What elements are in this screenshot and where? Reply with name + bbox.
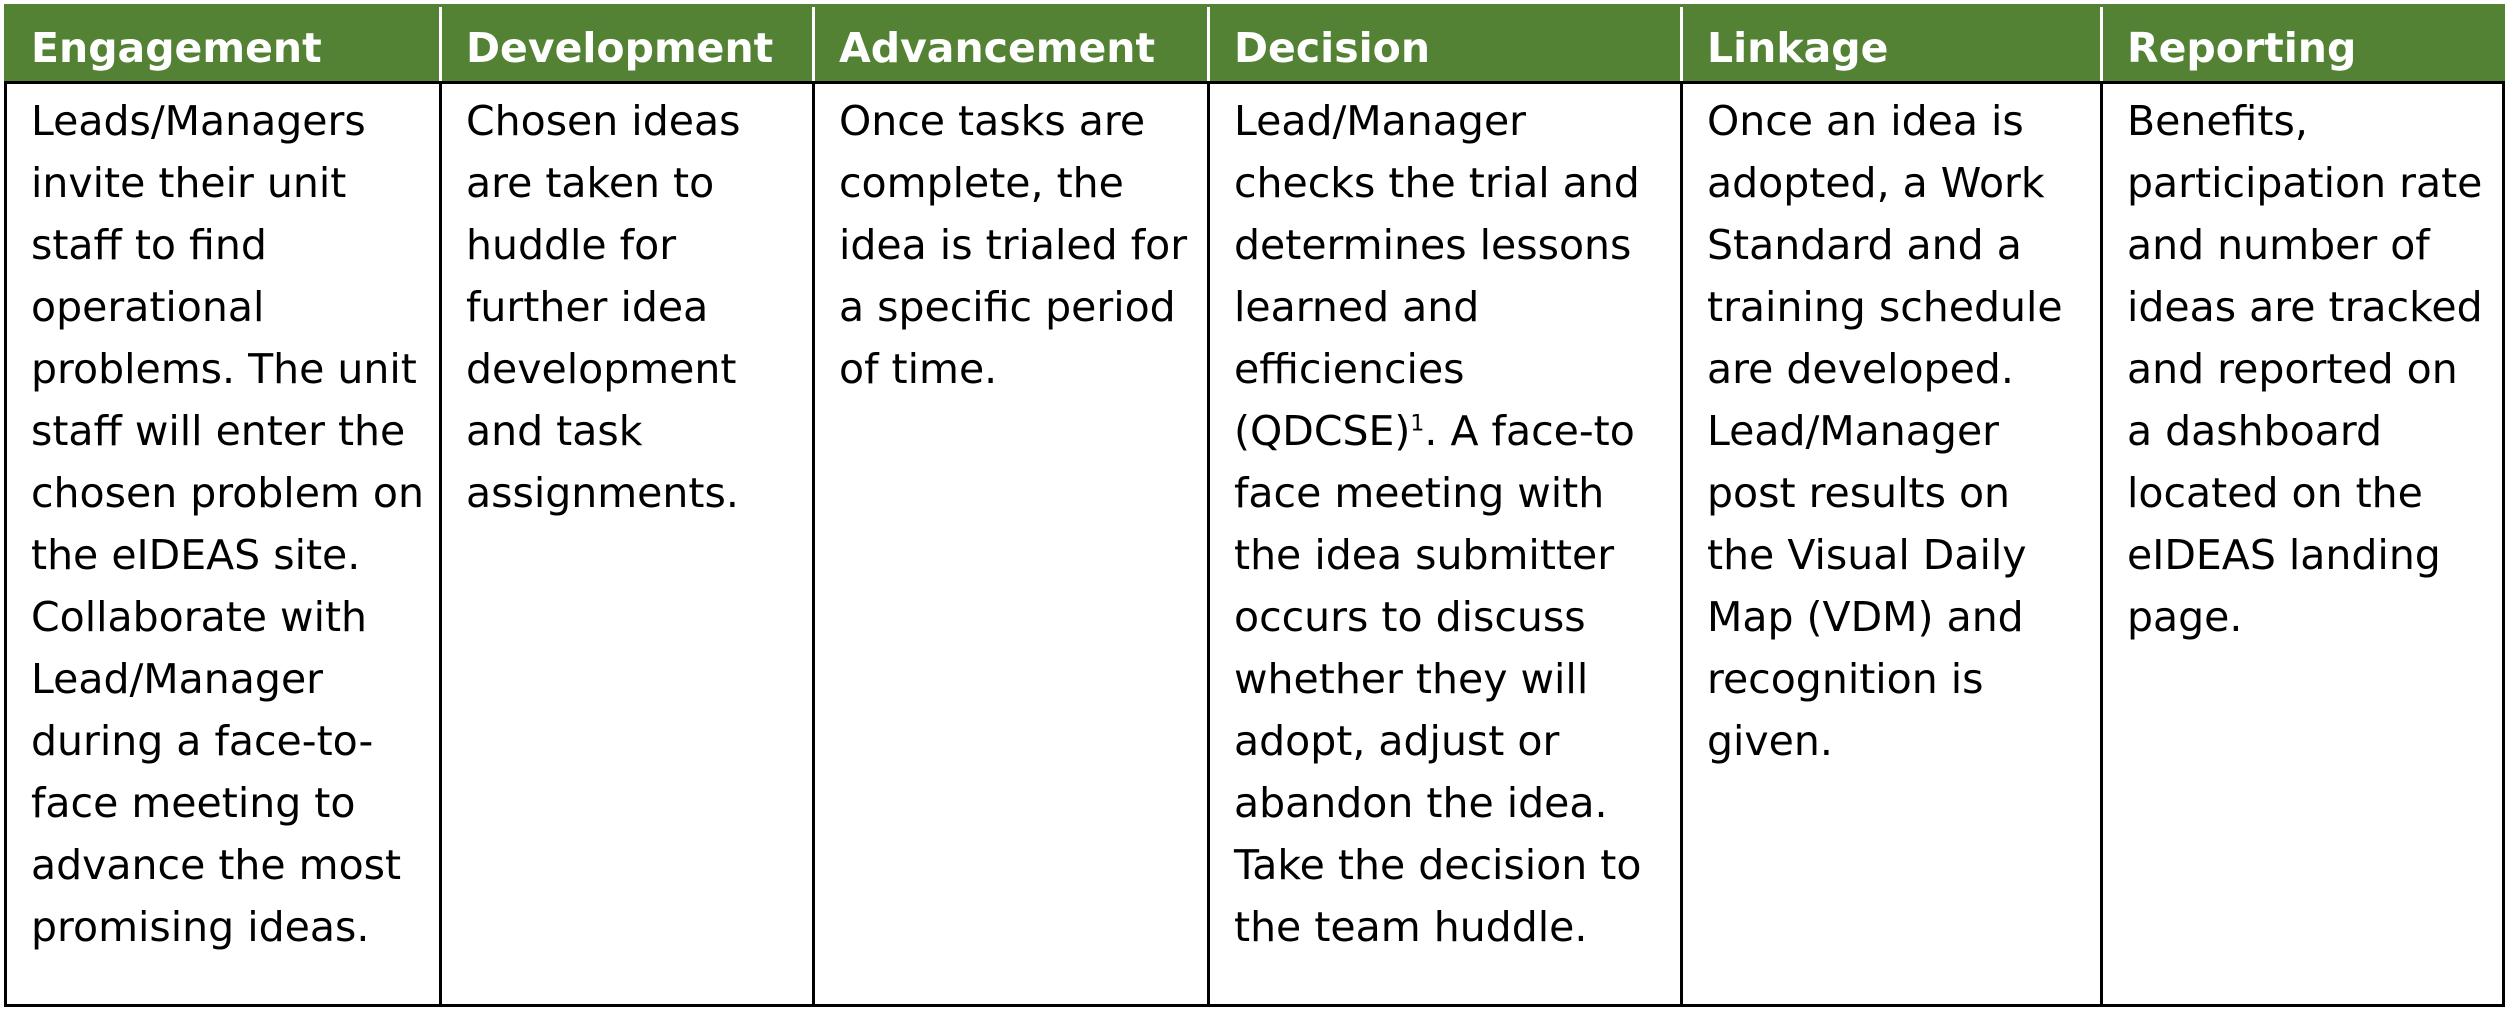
linkage-text: Once an idea is adopted, a Work Standard… [1707,97,2063,765]
cell-development: Chosen ideas are taken to huddle for fur… [439,81,815,1007]
cell-decision: Lead/Manager checks the trial and determ… [1207,81,1683,1007]
header-reporting: Reporting [2100,4,2505,84]
decision-text-after: . A face-to face meeting with the idea s… [1234,407,1642,951]
header-advancement: Advancement [812,4,1209,84]
process-table-container: Engagement Development Advancement Decis… [4,4,2505,1007]
decision-text-before: Lead/Manager checks the trial and determ… [1234,97,1640,455]
engagement-text: Leads/Managers invite their unit staff t… [31,97,424,951]
cell-engagement: Leads/Managers invite their unit staff t… [4,81,442,1007]
reporting-text: Benefits, participation rate and number … [2127,97,2483,641]
table-row: Leads/Managers invite their unit staff t… [4,81,2505,1007]
header-engagement: Engagement [4,4,441,84]
header-development: Development [439,4,814,84]
header-row: Engagement Development Advancement Decis… [4,4,2505,84]
header-linkage: Linkage [1680,4,2102,84]
decision-text: Lead/Manager checks the trial and determ… [1234,90,1670,958]
cell-reporting: Benefits, participation rate and number … [2100,81,2505,1007]
footnote-marker: 1 [1410,411,1425,437]
header-decision: Decision [1207,4,1682,84]
development-text: Chosen ideas are taken to huddle for fur… [466,97,741,517]
cell-linkage: Once an idea is adopted, a Work Standard… [1680,81,2103,1007]
eideas-process-table: Engagement Development Advancement Decis… [4,4,2505,1007]
advancement-text: Once tasks are complete, the idea is tri… [839,97,1188,393]
cell-advancement: Once tasks are complete, the idea is tri… [812,81,1210,1007]
